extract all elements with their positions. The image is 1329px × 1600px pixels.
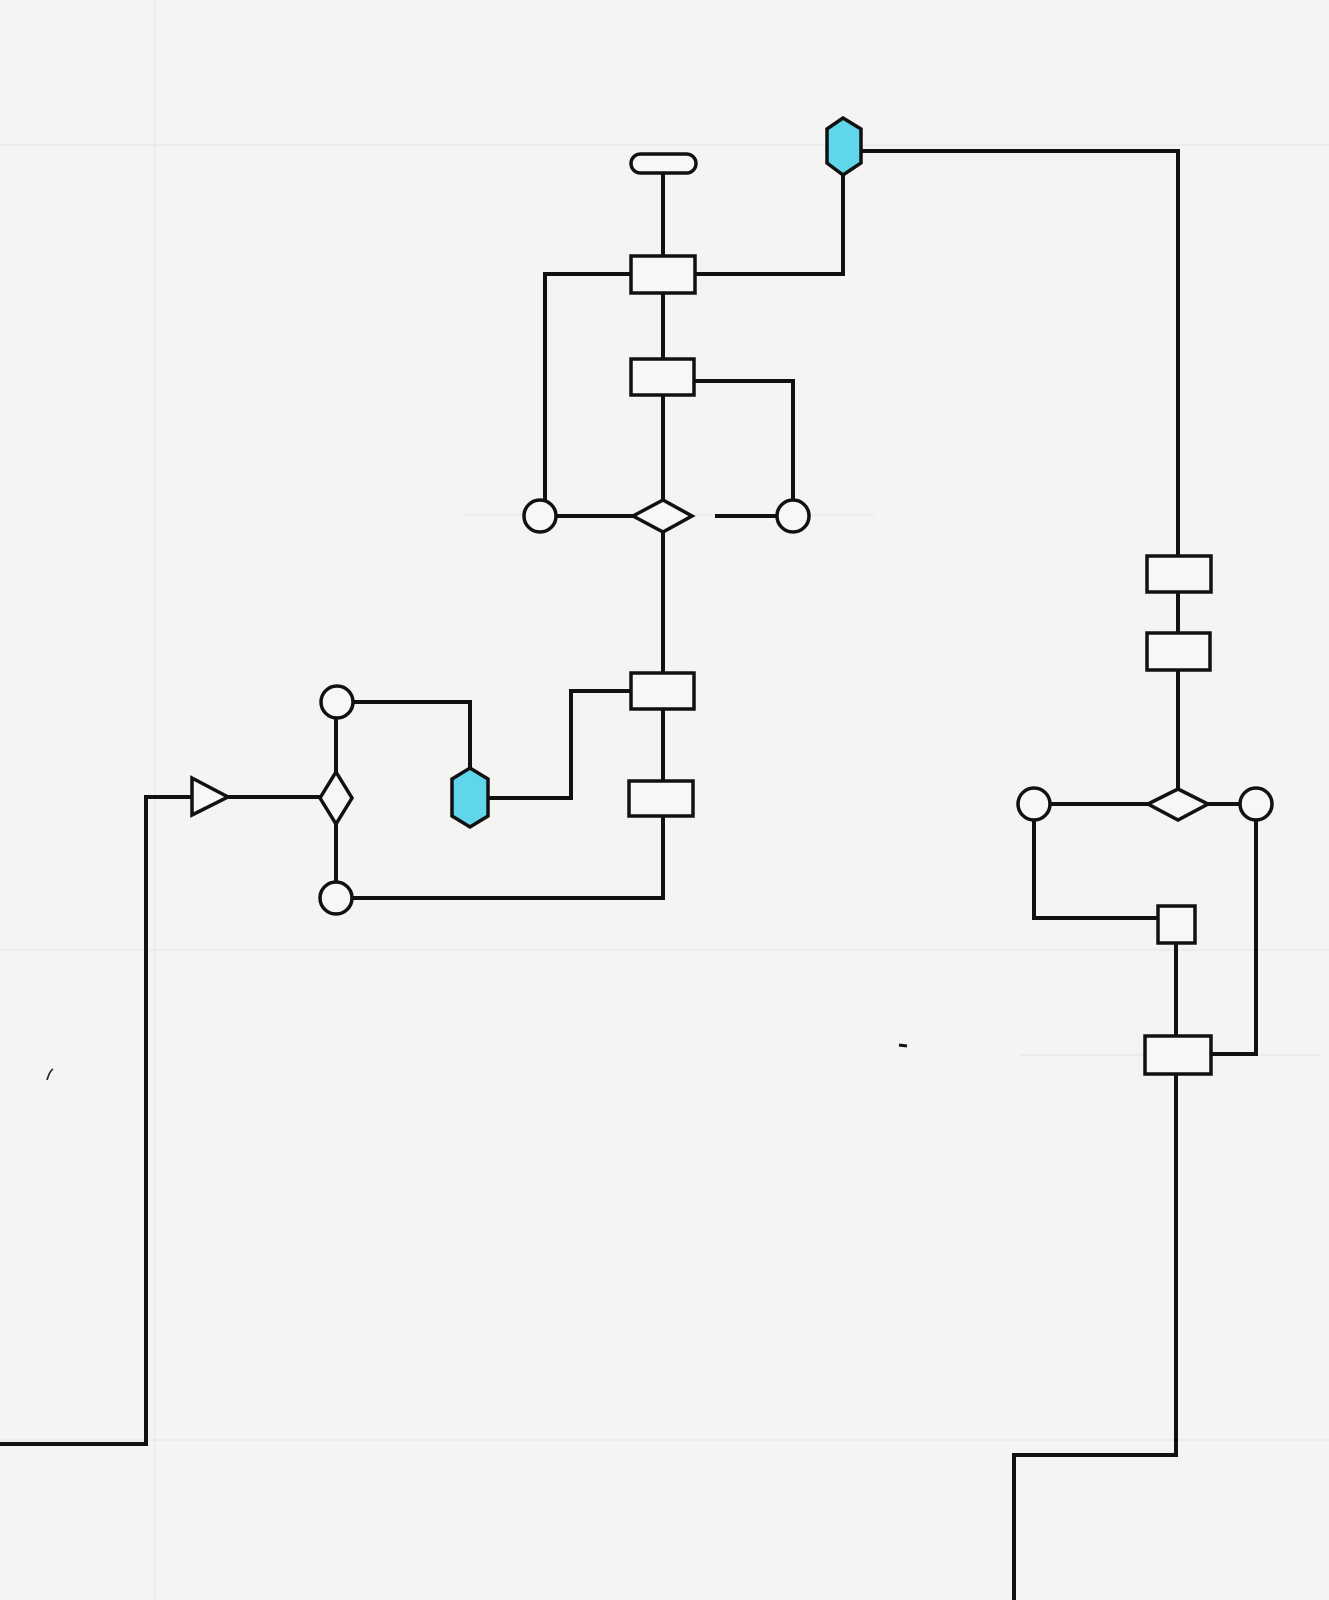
connector-circle-left — [522, 498, 558, 534]
wire-left-trunk — [0, 795, 194, 1446]
connector-circle-right-left — [1016, 786, 1052, 822]
wire-right-circle-right-loop — [1209, 818, 1258, 1056]
process-box-small-square — [1156, 904, 1197, 945]
process-box-right-3 — [1143, 1034, 1213, 1076]
connector-circle-right-right — [1238, 786, 1274, 822]
connector-lines — [0, 149, 1258, 1600]
hexagon-top — [825, 115, 863, 178]
connector-circle-bottom-left — [318, 880, 354, 916]
process-box-3 — [629, 671, 696, 711]
wire-box3-to-hexagon-left — [484, 689, 633, 800]
connector-circle-top-left — [319, 684, 355, 720]
decision-diamond-center — [629, 498, 696, 534]
decision-diamond-left — [317, 768, 355, 828]
triangle-node — [190, 775, 232, 818]
hexagon-left — [450, 765, 490, 830]
wire-right-circle-left-loop — [1032, 818, 1160, 920]
decision-diamond-right — [1144, 787, 1212, 822]
process-box-2 — [629, 357, 696, 397]
wire-box4-to-bottom-circle — [350, 814, 665, 900]
process-box-4 — [627, 779, 695, 818]
wire-hexagon-top-to-right-trunk — [859, 149, 1180, 558]
wire-top-box-to-hexagon-top — [693, 164, 845, 276]
stray-marks — [46, 1043, 908, 1081]
wire-top-box-left-loop — [543, 272, 633, 519]
wire-hexagon-left-to-top-circle — [350, 700, 472, 768]
process-box-top — [629, 254, 697, 295]
wire-box2-right-loop — [693, 379, 795, 499]
wire-bottom-right-trunk — [1012, 1070, 1178, 1600]
terminator-node — [629, 152, 698, 175]
process-box-right-2 — [1145, 631, 1212, 672]
flowchart-nodes — [190, 115, 1274, 1076]
process-box-right-1 — [1145, 554, 1213, 594]
connector-circle-right — [775, 498, 811, 534]
